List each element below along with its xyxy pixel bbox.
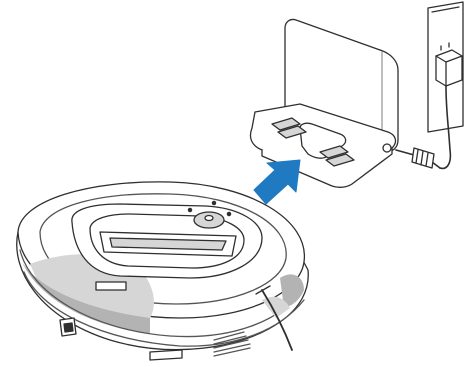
insert-arrow-icon	[254, 160, 300, 204]
robot-vacuum-icon	[17, 182, 309, 360]
